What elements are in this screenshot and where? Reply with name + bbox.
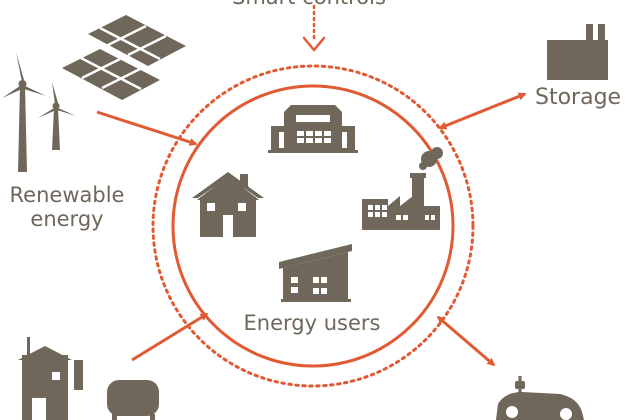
fuel-tank-icon [107,380,159,420]
electric-car-arrow [436,315,496,367]
energy-users-ring [171,84,455,368]
storage-label: Storage [535,85,622,110]
renewable-label-line1: Renewable [9,183,125,207]
storage-facility-icon [547,24,608,80]
renewable-energy-label: Renewable energy [0,183,134,232]
energy-users-label: Energy users [243,311,381,335]
renewable-label-line2: energy [30,207,104,232]
electric-car-icon [496,376,584,420]
storage-arrow [438,92,527,130]
smart-controls-arrow [302,4,326,52]
wind-turbine-icon [2,52,76,172]
office-building-icon [268,105,358,153]
factory-icon [362,147,443,230]
generator-shed-icon [18,337,83,420]
solar-panel-icon [62,15,186,100]
apartment-icon [279,244,352,302]
smart-controls-dotted-ring [151,64,475,388]
house-icon [192,172,264,237]
renewable-arrow [96,110,198,146]
generation-arrow [131,312,209,362]
smart-controls-label: Smart controls [232,0,386,9]
